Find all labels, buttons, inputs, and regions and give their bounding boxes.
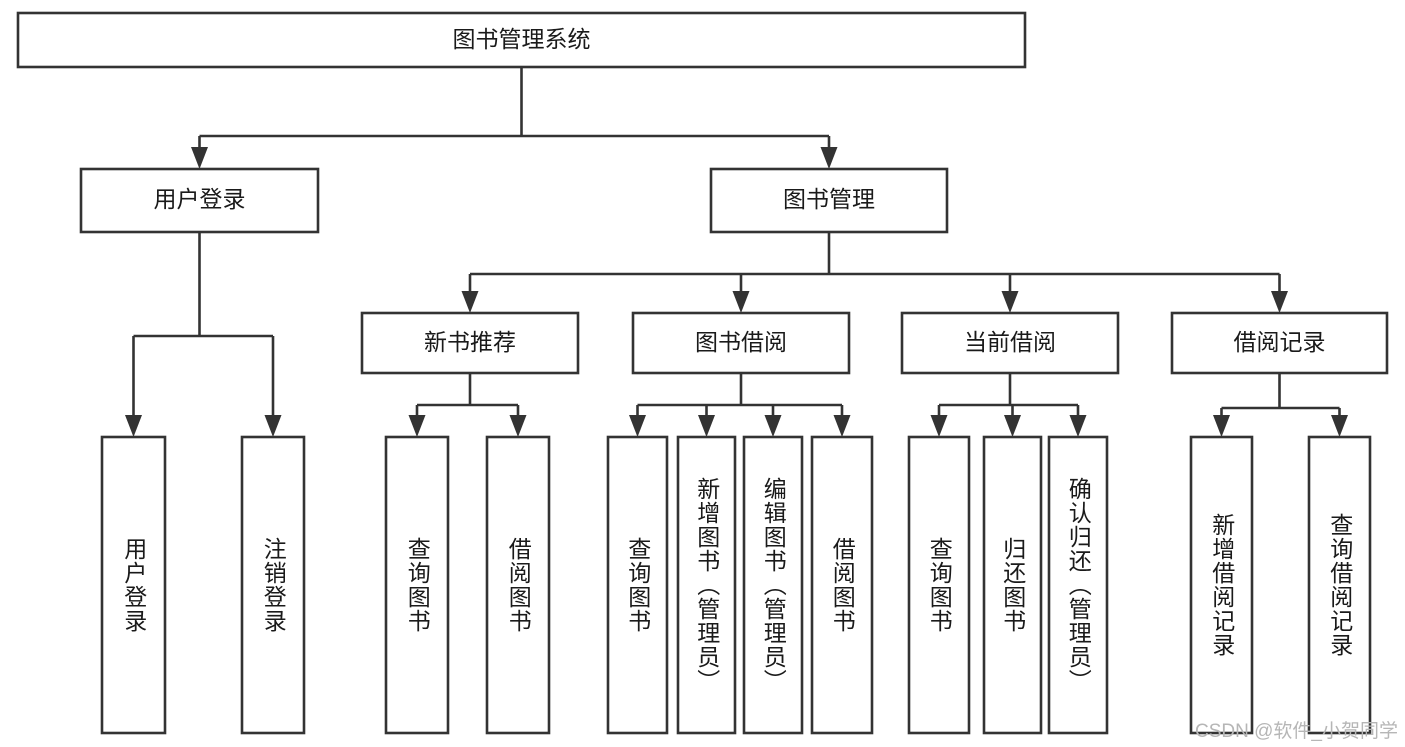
node-leaf-edit-book-box[interactable]: [742, 435, 804, 735]
node-leaf-query-book-borrow-box[interactable]: [606, 435, 669, 735]
node-leaf-logout-box[interactable]: [240, 435, 306, 735]
arrow-book-borrow-leaf-3: [764, 415, 782, 437]
arrow-user-login-leaf-2: [264, 415, 282, 437]
node-root-box[interactable]: [16, 11, 1027, 69]
arrow-new-book-rec-leaf-2: [509, 415, 527, 437]
node-book-manage[interactable]: 图书管理: [709, 167, 949, 234]
arrow-book-manage-child-3: [1001, 291, 1019, 313]
node-leaf-query-record-label: 查询借阅记录: [1326, 513, 1353, 657]
node-borrow-record-box[interactable]: [1170, 311, 1389, 375]
node-current-borrow-label: 当前借阅: [964, 329, 1056, 355]
node-leaf-query-book-borrow-label: 查询图书: [624, 537, 651, 633]
node-current-borrow[interactable]: 当前借阅: [900, 311, 1120, 375]
csdn-watermark: CSDN @软件_小贺同学: [1195, 721, 1398, 742]
node-borrow-record[interactable]: 借阅记录: [1170, 311, 1389, 375]
node-current-borrow-box[interactable]: [900, 311, 1120, 375]
node-book-borrow[interactable]: 图书借阅: [631, 311, 851, 375]
connector-group-book-borrow: [629, 373, 851, 437]
node-leaf-return-book-label: 归还图书: [999, 537, 1026, 633]
node-leaf-logout-label: 注销登录: [260, 537, 287, 633]
node-user-login-box[interactable]: [79, 167, 320, 234]
node-leaf-borrow-book-rec-label: 借阅图书: [505, 537, 532, 633]
node-leaf-query-book-current-box[interactable]: [907, 435, 971, 735]
arrow-borrow-record-leaf-1: [1213, 415, 1230, 437]
node-book-borrow-label: 图书借阅: [695, 329, 787, 355]
node-leaf-edit-book-label: 编辑图书（管理员）: [760, 477, 787, 693]
node-user-login-label: 用户登录: [154, 186, 246, 212]
node-leaf-borrow-book-label: 借阅图书: [829, 537, 856, 633]
node-leaf-user-login-label: 用户登录: [120, 537, 147, 633]
node-new-book-rec-label: 新书推荐: [424, 329, 516, 355]
node-new-book-rec[interactable]: 新书推荐: [360, 311, 580, 375]
node-leaf-query-book-current-label: 查询图书: [926, 537, 953, 633]
connector-group-book-manage: [461, 232, 1288, 313]
node-leaf-add-record-label: 新增借阅记录: [1208, 513, 1235, 657]
arrow-book-manage-child-1: [461, 291, 479, 313]
node-new-book-rec-box[interactable]: [360, 311, 580, 375]
node-borrow-record-label: 借阅记录: [1234, 329, 1326, 355]
connector-group-user-login: [125, 232, 282, 437]
node-leaf-query-record-box[interactable]: [1307, 435, 1372, 735]
arrow-current-borrow-leaf-3: [1069, 415, 1087, 437]
node-book-manage-label: 图书管理: [783, 186, 875, 212]
node-leaf-add-book-label: 新增图书（管理员）: [693, 477, 720, 693]
node-leaf-query-book-rec-label: 查询图书: [404, 537, 431, 633]
leaf-boxes: [100, 435, 1372, 735]
node-leaf-borrow-book-rec-box[interactable]: [485, 435, 551, 735]
connector-group-current-borrow: [930, 373, 1087, 437]
node-root[interactable]: 图书管理系统: [16, 11, 1027, 69]
arrow-current-borrow-leaf-2: [1004, 415, 1021, 437]
node-leaf-add-record-box[interactable]: [1189, 435, 1254, 735]
node-user-login[interactable]: 用户登录: [79, 167, 320, 234]
node-leaf-user-login-box[interactable]: [100, 435, 167, 735]
connector-group-root: [191, 67, 838, 169]
arrow-book-borrow-leaf-2: [698, 415, 715, 437]
arrow-borrow-record-leaf-2: [1331, 415, 1348, 437]
node-leaf-query-book-rec-box[interactable]: [384, 435, 450, 735]
connector-group-new-book-rec: [408, 373, 527, 437]
arrow-book-borrow-leaf-4: [833, 415, 851, 437]
node-leaf-confirm-return-label: 确认归还（管理员）: [1065, 477, 1092, 693]
node-book-manage-box[interactable]: [709, 167, 949, 234]
node-book-borrow-box[interactable]: [631, 311, 851, 375]
arrow-book-borrow-leaf-1: [629, 415, 646, 437]
arrow-root-to-book-manage: [820, 147, 838, 169]
arrow-root-to-user-login: [191, 147, 208, 169]
arrow-user-login-leaf-1: [125, 415, 142, 437]
arrow-book-manage-child-2: [732, 291, 750, 313]
node-leaf-confirm-return-box[interactable]: [1047, 435, 1109, 735]
node-root-label: 图书管理系统: [453, 26, 591, 52]
arrow-book-manage-child-4: [1271, 291, 1288, 313]
node-leaf-return-book-box[interactable]: [982, 435, 1043, 735]
connector-group-borrow-record: [1213, 373, 1348, 437]
arrow-new-book-rec-leaf-1: [408, 415, 426, 437]
arrow-current-borrow-leaf-1: [930, 415, 948, 437]
node-leaf-borrow-book-box[interactable]: [810, 435, 874, 735]
node-leaf-add-book-box[interactable]: [676, 435, 737, 735]
